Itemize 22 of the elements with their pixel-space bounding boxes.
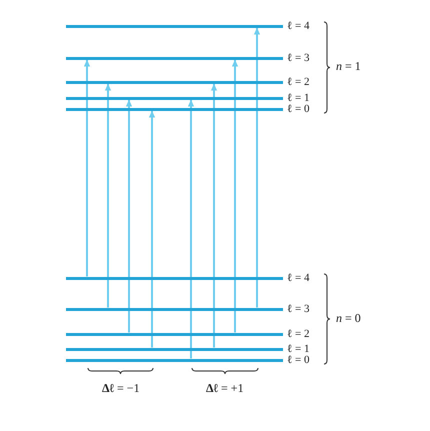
arrow: [84, 60, 90, 276]
selection-rule-label: Δℓ = −1: [102, 382, 140, 395]
level-label: ℓ = 1: [287, 93, 310, 103]
arrow: [232, 60, 238, 332]
level-label: ℓ = 0: [287, 104, 310, 114]
selection-rule-label: Δℓ = +1: [206, 382, 244, 395]
arrow: [126, 100, 132, 332]
arrow: [188, 100, 194, 358]
level-label: ℓ = 1: [287, 344, 310, 354]
quantum-number-label: n = 0: [336, 312, 361, 325]
level-label: ℓ = 4: [287, 21, 310, 31]
arrow: [148, 110, 156, 348]
level-label: ℓ = 2: [287, 329, 310, 339]
arrow: [210, 84, 218, 348]
level-label: ℓ = 3: [287, 53, 310, 63]
arrow: [254, 28, 260, 308]
level-label: ℓ = 4: [287, 273, 310, 283]
level-label: ℓ = 0: [287, 355, 310, 365]
level-label: ℓ = 3: [287, 304, 310, 314]
arrow: [104, 84, 112, 308]
level-label: ℓ = 2: [287, 77, 310, 87]
quantum-number-label: n = 1: [336, 60, 361, 73]
